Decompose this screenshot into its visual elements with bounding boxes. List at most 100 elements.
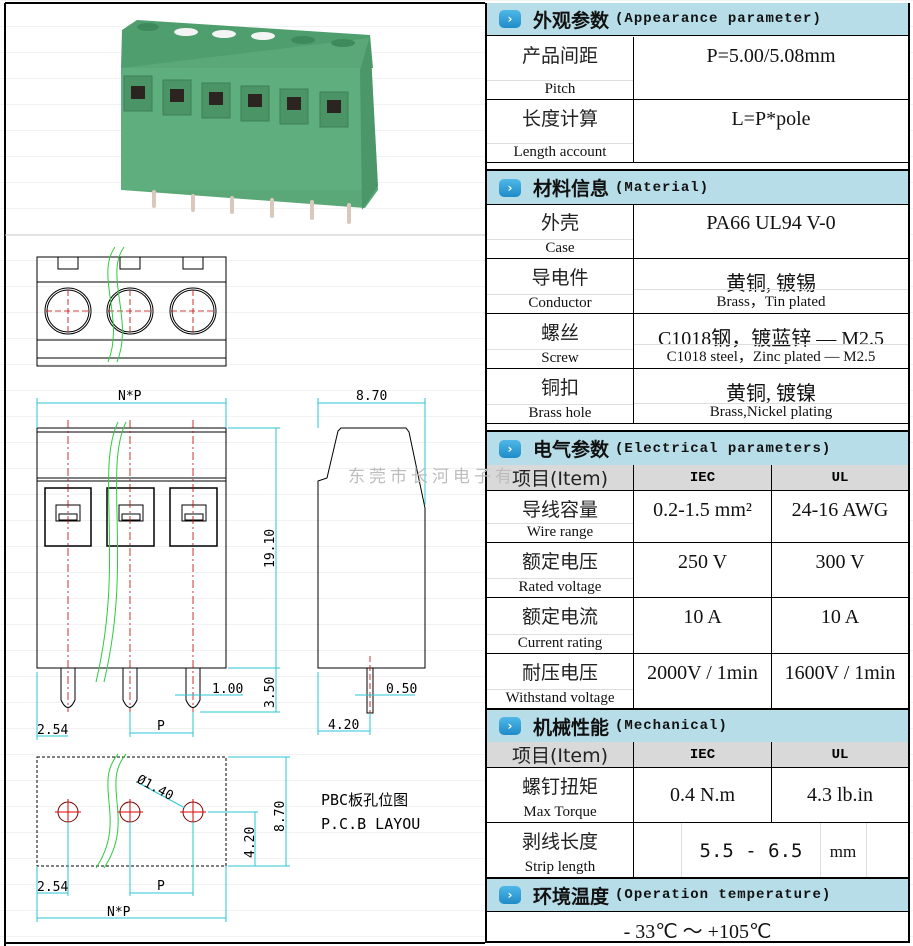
- value: L=P*pole: [731, 108, 811, 130]
- value-ul: 300 V: [815, 551, 865, 573]
- value-iec: 250 V: [677, 551, 728, 573]
- dim-3-50: 3.50: [263, 677, 278, 708]
- value-iec: 10 A: [683, 606, 722, 628]
- top-view-drawing: [36, 246, 227, 367]
- row-case: 外壳 Case PA66 UL94 V-0: [487, 204, 908, 259]
- label-en: Case: [487, 239, 633, 257]
- pcb-dim-np: N*P: [107, 905, 131, 920]
- row-pitch: 产品间距 Pitch P=5.00/5.08mm: [487, 37, 908, 100]
- section-subtitle: (Operation temperature): [615, 887, 832, 903]
- header-iec: IEC: [634, 465, 772, 490]
- value: P=5.00/5.08mm: [706, 45, 836, 67]
- pcb-dim-p: P: [157, 879, 165, 894]
- label-cn: 产品间距: [521, 45, 598, 67]
- chevron-right-icon: ›: [499, 886, 521, 904]
- row-rated-voltage: 额定电压 Rated voltage 250 V 300 V: [487, 543, 908, 598]
- dim-hole-diameter: Ø1.40: [134, 772, 176, 804]
- chevron-right-icon: ›: [499, 439, 521, 458]
- label-cn: 额定电压: [521, 551, 598, 573]
- label-cn: 耐压电压: [521, 662, 598, 684]
- label-cn: 铜扣: [540, 377, 579, 399]
- label-en: Pitch: [487, 80, 633, 98]
- header-ul: UL: [831, 746, 849, 763]
- value-iec: 0.4 N.m: [670, 784, 735, 806]
- label-cn: 长度计算: [521, 108, 598, 130]
- label-en: Conductor: [487, 294, 633, 312]
- dim-8-70: 8.70: [356, 389, 387, 404]
- dim-0-50: 0.50: [386, 682, 417, 697]
- row-withstand-voltage: 耐压电压 Withstand voltage 2000V / 1min 1600V…: [487, 654, 908, 709]
- section-title: 材料信息: [533, 178, 610, 200]
- label-cn: 导电件: [531, 267, 589, 289]
- electrical-header-row: 项目(Item) IEC UL: [487, 465, 908, 491]
- label-cn: 螺钉扭矩: [521, 776, 598, 798]
- label-en: Strip length: [524, 859, 596, 875]
- pcb-layout-drawing: [36, 753, 290, 922]
- dimension-lines: [36, 398, 426, 740]
- section-material: › 材料信息 (Material): [487, 169, 908, 205]
- section-title: 环境温度: [533, 885, 610, 908]
- label-cn: 额定电流: [521, 606, 598, 628]
- unit: mm: [829, 842, 857, 861]
- pcb-dim-2-54: 2.54: [37, 880, 68, 895]
- label-cn: 剥线长度: [521, 831, 598, 853]
- value: - 33℃ ～ +105℃: [623, 921, 772, 943]
- section-title: 电气参数: [533, 439, 610, 461]
- value: 5.5 - 6.5: [699, 840, 803, 862]
- label-cn: 外壳: [540, 212, 579, 234]
- header-item: 项目(Item): [487, 465, 634, 490]
- header-iec: IEC: [634, 742, 772, 767]
- pcb-dim-8-70: 8.70: [273, 801, 288, 832]
- label-en: Withstand voltage: [487, 689, 633, 707]
- product-photo: [121, 20, 378, 224]
- dim-p: P: [157, 719, 165, 734]
- section-title: 机械性能: [533, 716, 610, 739]
- front-view-drawing: [36, 420, 426, 715]
- value-ul: 1600V / 1min: [784, 662, 896, 684]
- row-length: 长度计算 Length account L=P*pole: [487, 100, 908, 163]
- dim-19-10: 19.10: [263, 529, 278, 568]
- value-ul: 24-16 AWG: [791, 499, 889, 521]
- label-en: Current rating: [487, 634, 633, 652]
- dim-1-00: 1.00: [212, 682, 243, 697]
- section-mechanical: › 机械性能 (Mechanical): [487, 708, 908, 743]
- technical-drawing: N*P 8.70 19.10 3.50 1.00 0.50 2.54 P 4.2…: [4, 2, 485, 946]
- section-subtitle: (Electrical parameters): [615, 440, 832, 457]
- chevron-right-icon: ›: [499, 10, 521, 28]
- section-subtitle: (Appearance parameter): [615, 11, 822, 27]
- row-temperature: - 33℃ ～ +105℃: [487, 910, 908, 943]
- label-en: Length account: [487, 143, 633, 161]
- value: 黄铜, 镀镍: [726, 383, 816, 405]
- section-title: 外观参数: [533, 9, 610, 32]
- section-subtitle: (Material): [615, 179, 710, 196]
- spec-table: › 外观参数 (Appearance parameter) 产品间距 Pitch …: [485, 3, 910, 943]
- dim-4-20: 4.20: [328, 718, 359, 733]
- label-en: Rated voltage: [487, 578, 633, 596]
- pcb-label-en: P.C.B LAYOU: [321, 815, 420, 833]
- value: PA66 UL94 V-0: [706, 212, 836, 234]
- row-strip-length: 剥线长度 Strip length 5.5 - 6.5 mm: [487, 823, 908, 877]
- label-en: Brass hole: [487, 404, 633, 422]
- section-subtitle: (Mechanical): [615, 718, 728, 734]
- value-iec: 2000V / 1min: [647, 662, 758, 684]
- section-electrical: › 电气参数 (Electrical parameters): [487, 430, 908, 466]
- pcb-label-cn: PBC板孔位图: [321, 791, 408, 809]
- drawing-panel: N*P 8.70 19.10 3.50 1.00 0.50 2.54 P 4.2…: [4, 2, 485, 946]
- value-iec: 0.2-1.5 mm²: [653, 499, 752, 521]
- value-en: Brass,Nickel plating: [634, 403, 908, 421]
- chevron-right-icon: ›: [499, 717, 521, 735]
- section-appearance: › 外观参数 (Appearance parameter): [487, 3, 908, 36]
- label-cn: 螺丝: [540, 322, 579, 344]
- value-en: Brass，Tin plated: [634, 289, 908, 311]
- chevron-right-icon: ›: [499, 178, 521, 197]
- value-en: C1018 steel，Zinc plated — M2.5: [634, 344, 908, 366]
- label-cn: 导线容量: [521, 499, 598, 521]
- label-en: Screw: [487, 349, 633, 367]
- label-en: Max Torque: [523, 804, 597, 820]
- dimension-labels: N*P 8.70 19.10 3.50 1.00 0.50 2.54 P 4.2…: [37, 389, 417, 738]
